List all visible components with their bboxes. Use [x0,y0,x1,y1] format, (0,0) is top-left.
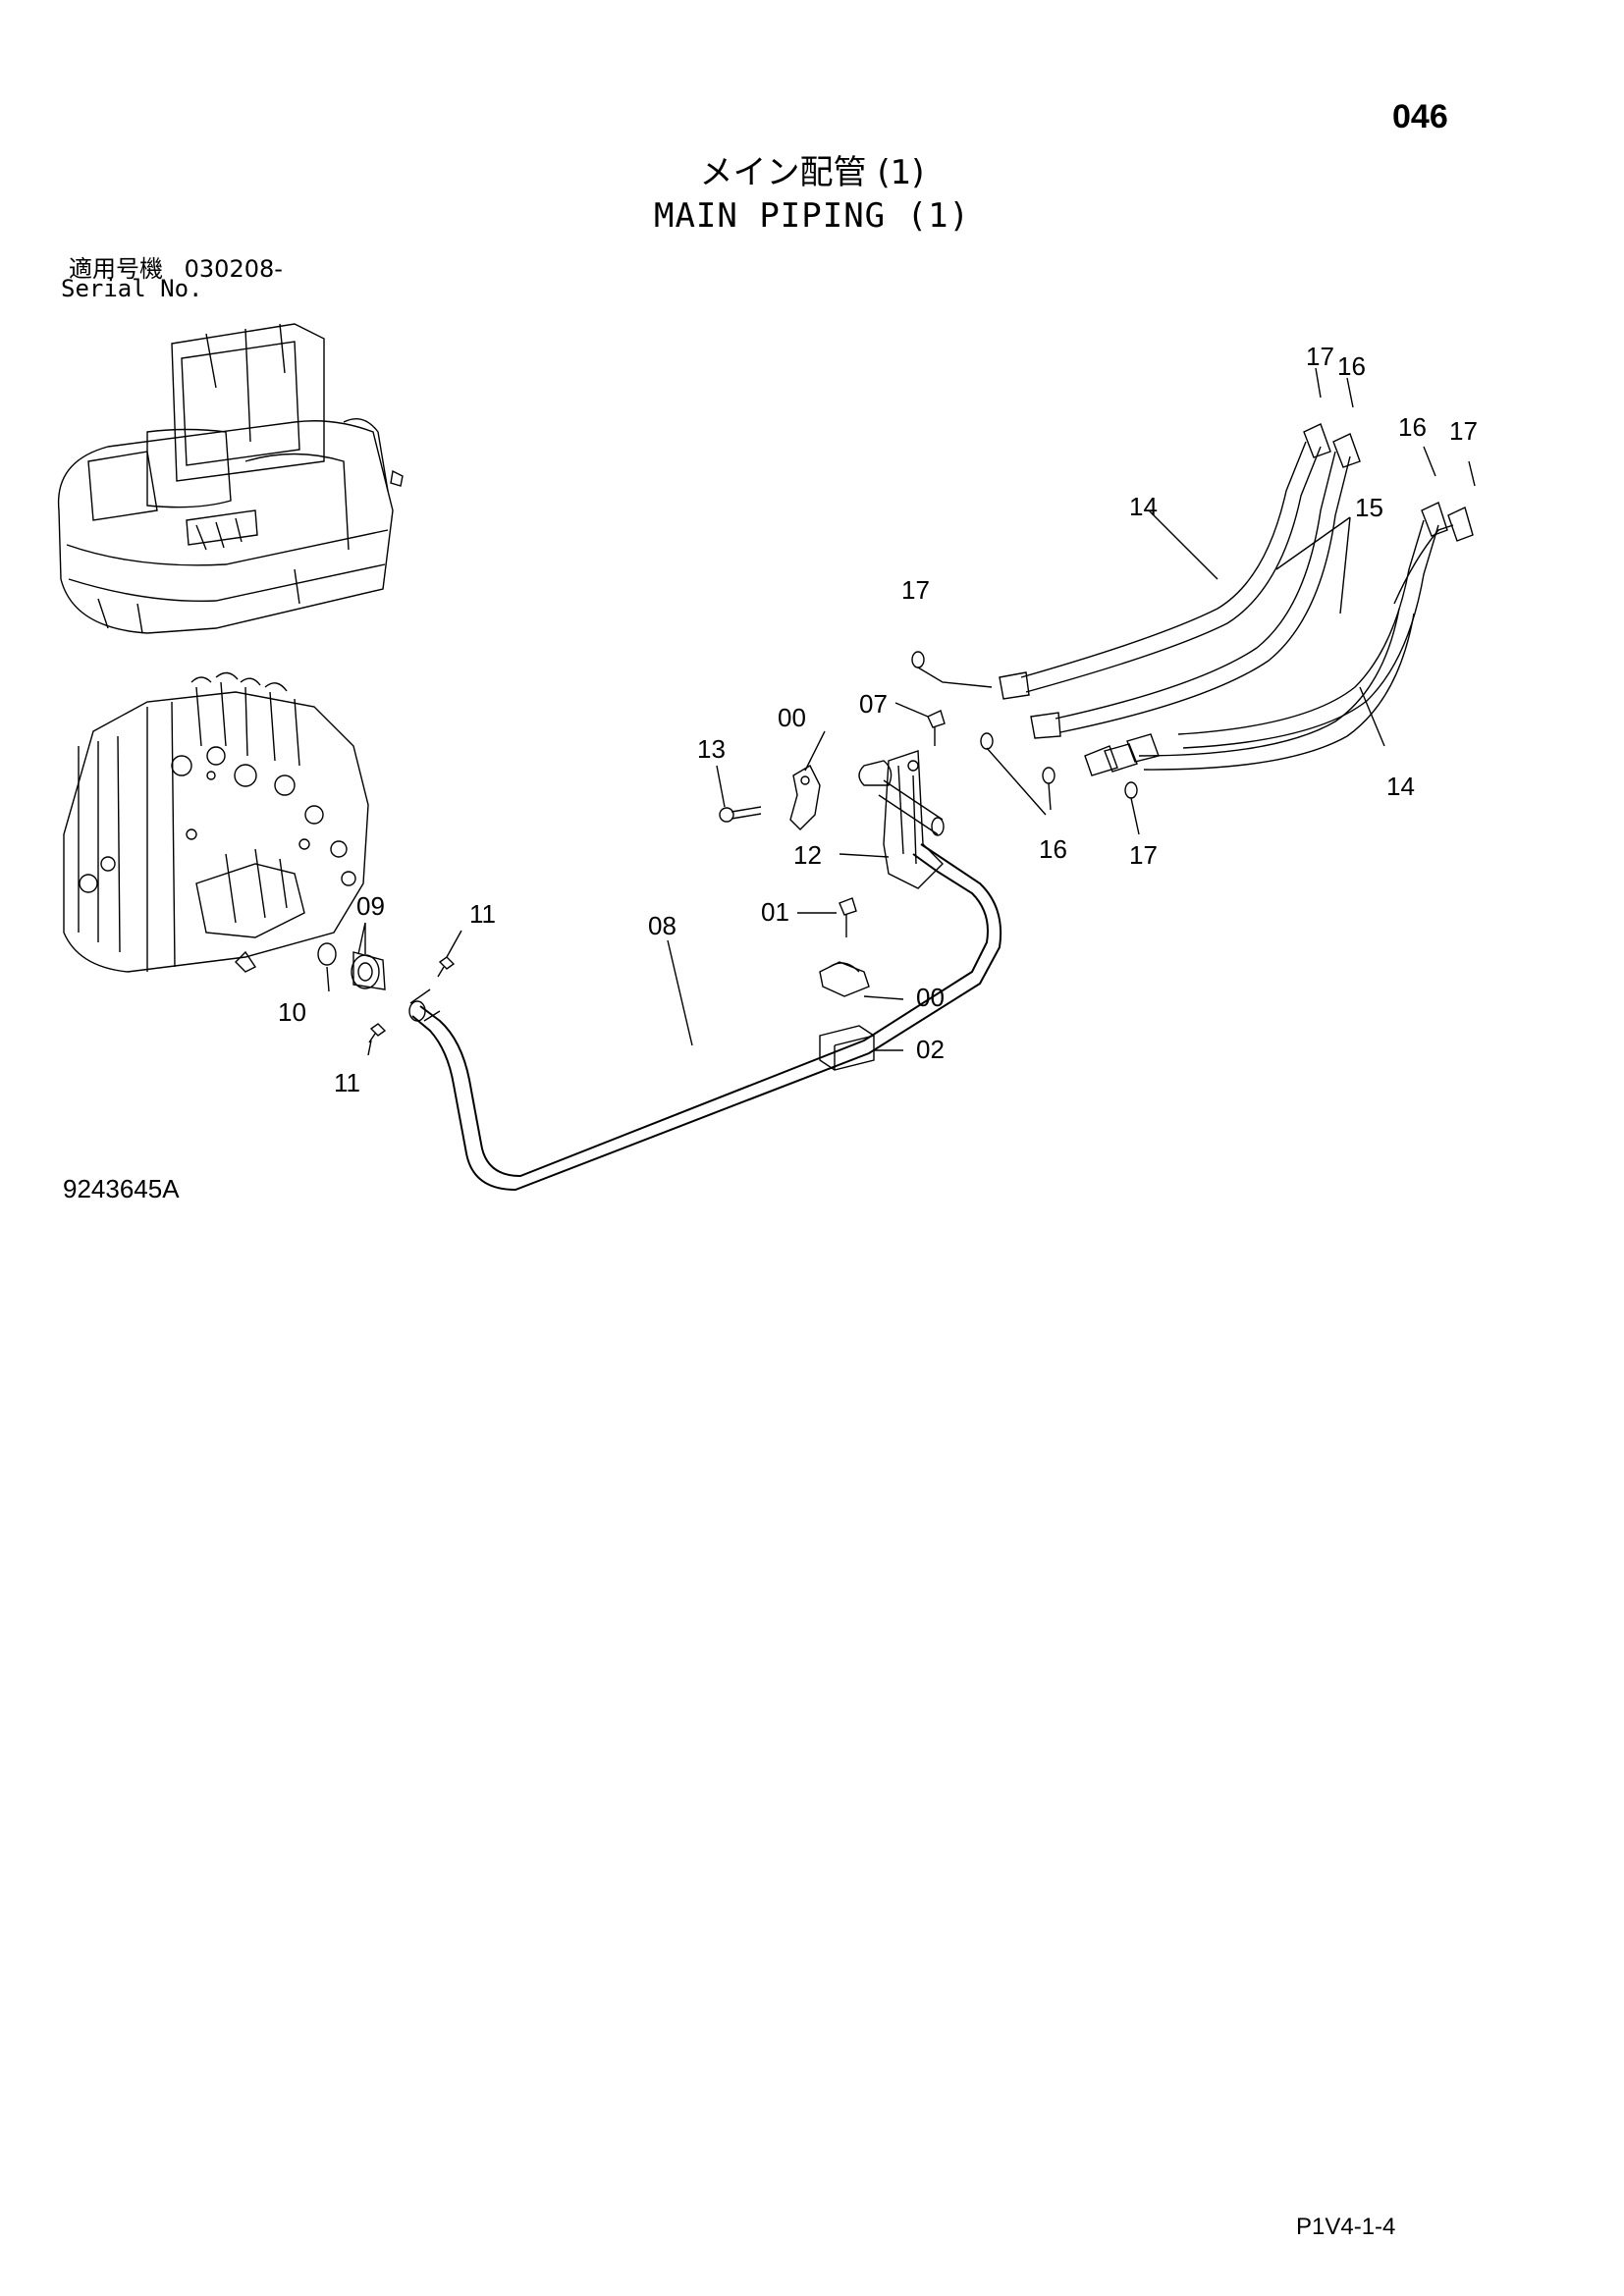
footer-code: P1V4-1-4 [1296,2214,1396,2240]
serial-label-english: Serial No. [61,275,203,302]
split-flange-09 [351,951,386,990]
serial-value: 030208- [184,255,283,283]
pipe-end-fitting [408,988,441,1022]
clamp-00-upper [789,765,821,830]
title-english: MAIN PIPING (1) [653,196,971,236]
bolt-07 [927,710,946,746]
hose-fittings-lower [1084,733,1160,776]
callout-09: 09 [356,891,385,921]
bolt-13 [719,806,762,823]
hose-15-lower [1177,502,1448,749]
o-ring-17-upper [911,651,925,668]
serial-label-japanese: 適用号機 030208- [69,249,283,284]
callout-12: 12 [793,840,822,870]
o-ring-16-lower [1042,767,1056,784]
hose-14-upper [999,423,1331,700]
bolt-01 [839,897,857,937]
spacer-block-02 [819,1025,875,1071]
o-ring-16-upper [980,732,994,750]
callout-10: 10 [278,997,306,1027]
bolt-11-upper [437,956,456,978]
callout-labels: 17 16 16 17 14 15 17 07 00 13 14 12 16 1… [278,342,1478,1097]
callout-13: 13 [697,734,726,764]
o-ring-17-lower [1124,781,1138,799]
hose-14-lower [1138,507,1474,771]
pipe-fitting-near-bracket [858,760,945,836]
control-valve-illustration [63,671,369,973]
callout-00-upper: 00 [778,703,806,732]
figure-number: 9243645A [63,1174,180,1203]
callout-17-mid: 17 [901,575,930,605]
callout-17-lower: 17 [1129,840,1158,870]
callout-01: 01 [761,897,789,927]
callout-16-lower: 16 [1039,834,1067,864]
callout-11-upper: 11 [469,899,496,929]
callout-14-upper: 14 [1129,492,1158,521]
callout-02: 02 [916,1035,945,1064]
hose-15-upper [1030,433,1361,739]
excavator-overview-illustration [57,323,404,634]
leader-lines [326,367,1476,1056]
callout-08: 08 [648,911,677,940]
callout-17-top-left: 17 [1306,342,1334,371]
callout-00-lower: 00 [916,983,945,1012]
main-pipe-08 [411,843,1002,1192]
clamp-00-lower [819,961,870,997]
callout-17-top-right: 17 [1449,416,1478,446]
serial-label-jp-text: 適用号機 [69,255,163,283]
o-ring-10 [317,942,337,966]
callout-14-lower: 14 [1386,772,1415,801]
callout-15: 15 [1355,493,1383,522]
callout-07: 07 [859,689,888,719]
callout-11-lower: 11 [334,1068,360,1097]
bolt-11-lower [368,1023,387,1043]
title-japanese: メイン配管 (1) [699,153,925,192]
page-number: 046 [1392,98,1448,135]
callout-16-top-right: 16 [1398,412,1427,442]
callout-16-top-left: 16 [1337,351,1366,381]
